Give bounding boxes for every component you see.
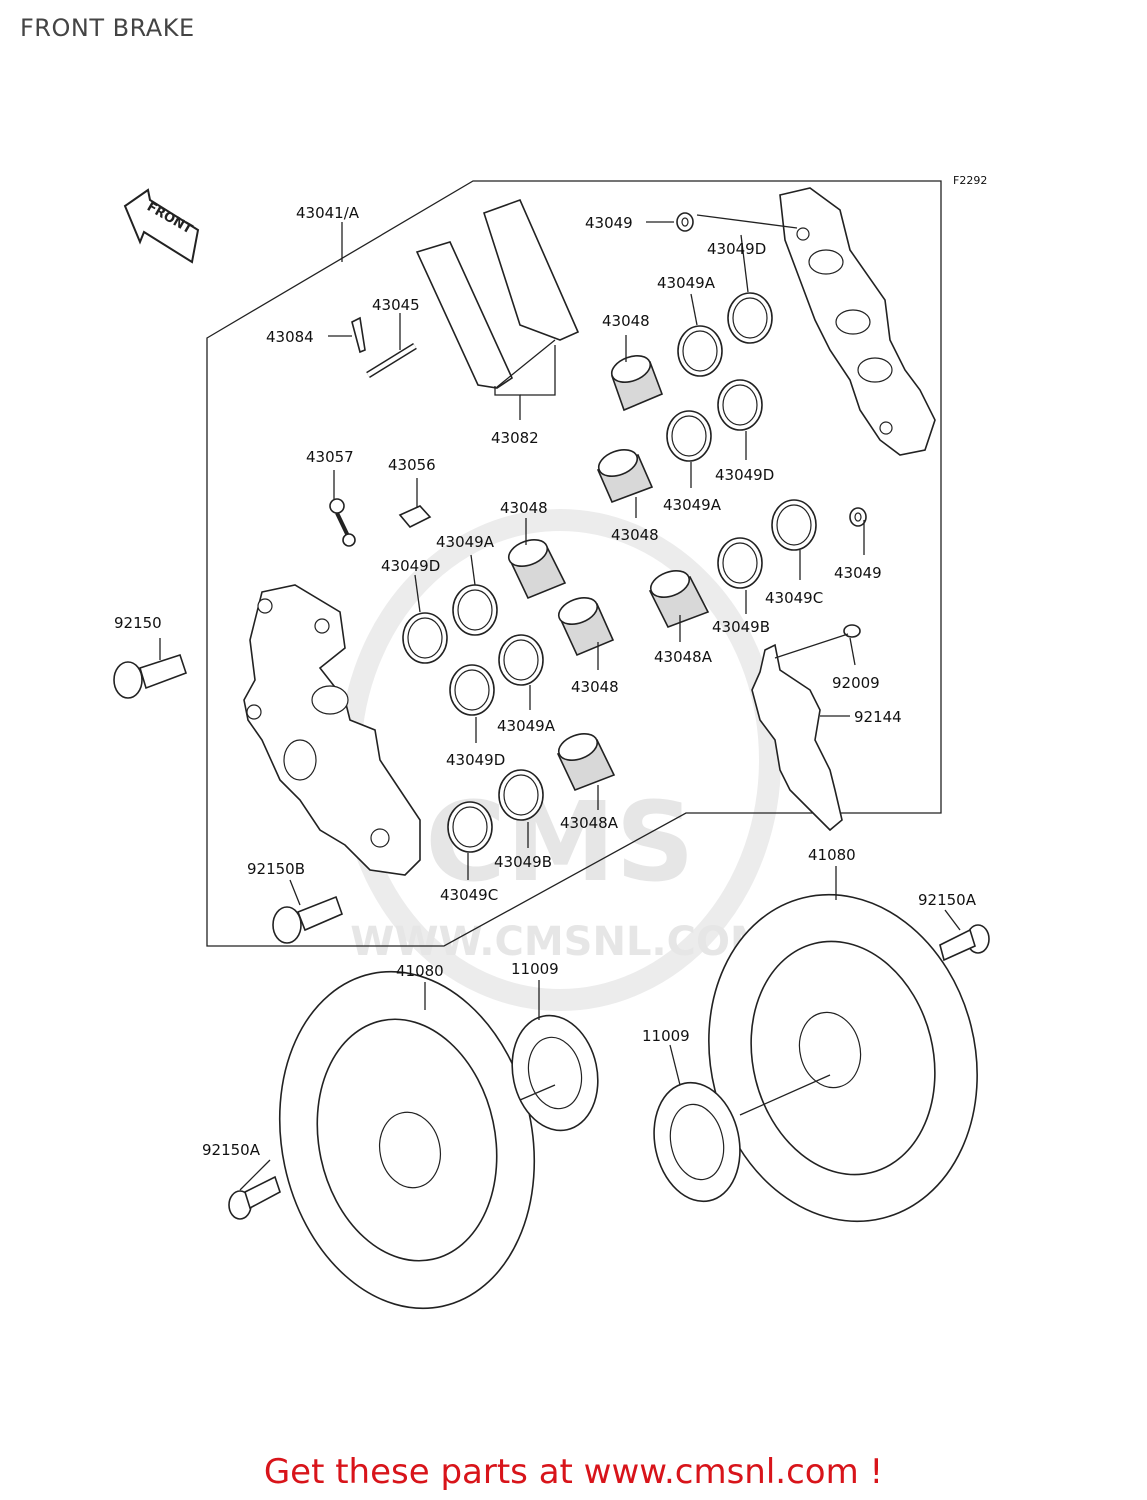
seal-ring: [717, 379, 763, 431]
piston: [596, 449, 654, 504]
brake-pads: [415, 198, 580, 389]
label-shim-left: 11009: [511, 960, 559, 978]
label-seal-b-left: 43049B: [494, 853, 552, 871]
label-seal-b-right: 43049B: [712, 618, 770, 636]
watermark-url: WWW.CMSNL.COM: [350, 919, 770, 965]
reference-code: F2292: [953, 174, 987, 187]
bleeder-cap: [329, 498, 356, 547]
label-pin-clip: 43084: [266, 328, 314, 346]
label-nut-top: 43049: [585, 214, 633, 232]
label-disc-right: 41080: [808, 846, 856, 864]
pistons: [507, 355, 710, 792]
caliper-body-left: [243, 584, 421, 876]
page-title: FRONT BRAKE: [20, 14, 195, 42]
seal-ring: [498, 769, 544, 821]
label-nut-right: 43049: [834, 564, 882, 582]
leader-lines: [159, 214, 961, 1191]
seal-ring: [677, 325, 723, 377]
label-disc-bolt-left: 92150A: [202, 1141, 261, 1159]
nut-top: [676, 212, 694, 232]
seal-ring: [447, 801, 493, 853]
bolt-92150: [113, 653, 188, 699]
brake-disc-left: [278, 970, 536, 1310]
piston: [507, 539, 567, 600]
label-seal-a-3: 43049A: [436, 533, 495, 551]
label-disc-bolt-right: 92150A: [918, 891, 977, 909]
label-shim-right: 11009: [642, 1027, 690, 1045]
seal-ring: [449, 664, 495, 716]
label-bolt-caliper-top: 92150: [114, 614, 162, 632]
label-pads: 43082: [491, 429, 539, 447]
label-piston-top: 43048: [602, 312, 650, 330]
seal-ring: [771, 499, 817, 551]
piston: [648, 570, 710, 629]
label-caliper-assy: 43041/A: [296, 204, 360, 222]
label-disc-left: 41080: [396, 962, 444, 980]
label-seal-a-4: 43049A: [497, 717, 556, 735]
caliper-body-right: [779, 187, 936, 456]
label-seal-c-right: 43049C: [765, 589, 823, 607]
label-pin: 43045: [372, 296, 420, 314]
label-seal-c-left: 43049C: [440, 886, 498, 904]
label-bleeder-valve: 43056: [388, 456, 436, 474]
seal-ring: [727, 292, 773, 344]
pin-clip: [351, 316, 366, 354]
front-arrow-icon: FRONT: [123, 188, 200, 264]
label-seal-a-1: 43049A: [657, 274, 716, 292]
label-piston-a-right: 43048A: [654, 648, 713, 666]
nut-right: [849, 507, 867, 527]
seal-ring: [666, 410, 712, 462]
part-labels: 43041/A 43084 43045 43082 43057 43056 92…: [114, 204, 977, 1159]
label-piston-mid: 43048: [611, 526, 659, 544]
label-bracket: 92144: [854, 708, 902, 726]
bolt-92150a-left: [228, 1175, 281, 1220]
label-bracket-bolt: 92009: [832, 674, 880, 692]
bolt-92150b: [272, 895, 344, 944]
label-piston-left-a: 43048: [500, 499, 548, 517]
label-bleeder-cap: 43057: [306, 448, 354, 466]
promo-footer-link[interactable]: Get these parts at www.cmsnl.com !: [263, 1452, 884, 1492]
seal-ring: [452, 584, 498, 636]
brake-disc-right: [708, 893, 978, 1223]
disc-shim-right: [653, 1081, 741, 1203]
piston: [557, 597, 615, 657]
label-piston-a-left: 43048A: [560, 814, 619, 832]
bolt-92150a-right: [939, 924, 990, 962]
label-piston-left-b: 43048: [571, 678, 619, 696]
label-bolt-caliper-bottom: 92150B: [247, 860, 305, 878]
seals: [402, 292, 817, 853]
seal-ring: [498, 634, 544, 686]
hose-bracket: [751, 643, 843, 832]
label-seal-d-4: 43049D: [446, 751, 505, 769]
seal-ring: [717, 537, 763, 589]
front-brake-diagram: CMS WWW.CMSNL.COM F2292 FRONT: [113, 174, 990, 1310]
piston: [610, 355, 664, 412]
label-seal-a-2: 43049A: [663, 496, 722, 514]
bleeder-valve: [398, 505, 432, 528]
pad-pin: [366, 343, 417, 378]
label-seal-d-2: 43049D: [715, 466, 774, 484]
label-seal-d-1: 43049D: [707, 240, 766, 258]
seal-ring: [402, 612, 448, 664]
piston: [556, 733, 616, 792]
label-seal-d-3: 43049D: [381, 557, 440, 575]
